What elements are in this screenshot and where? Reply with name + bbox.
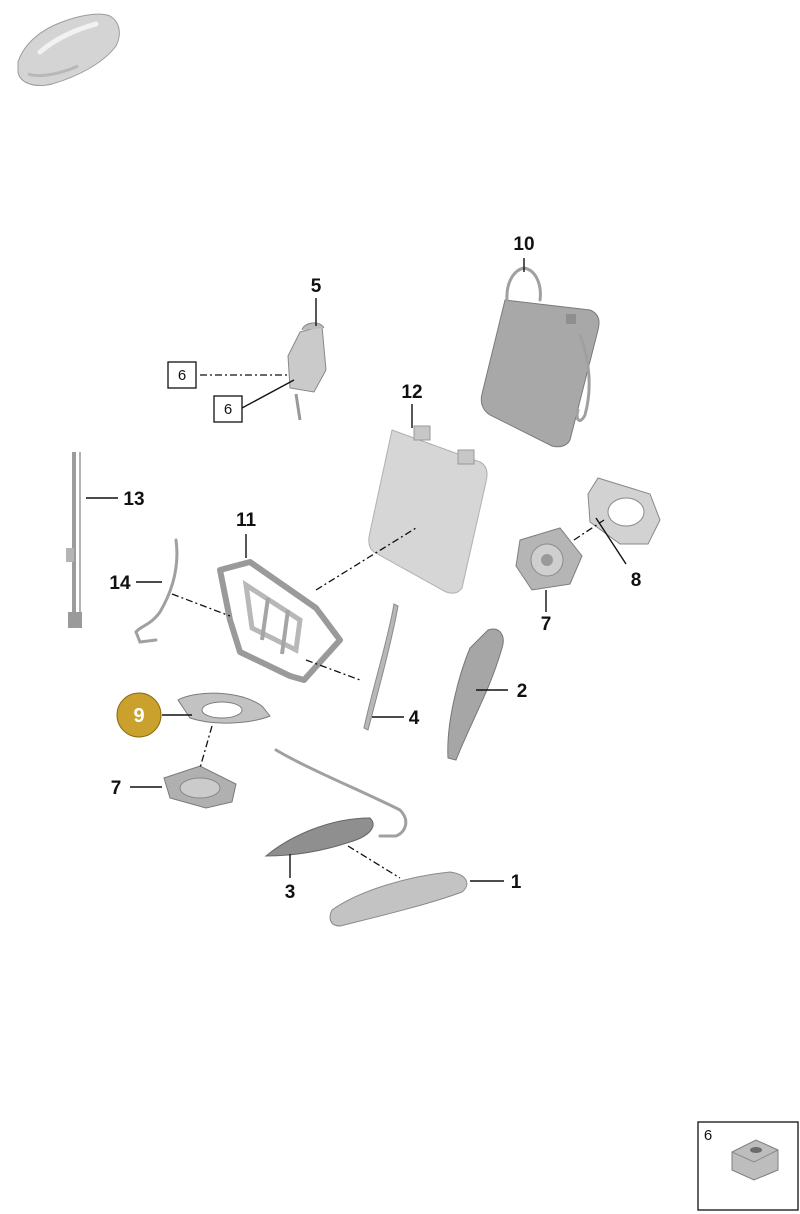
grommet-icon <box>731 1139 779 1181</box>
leader-lines <box>86 258 627 882</box>
part-7-fan-unit-upper[interactable] <box>515 527 583 591</box>
part-4-trim-strip[interactable] <box>363 603 399 731</box>
callout-2: 2 <box>517 681 528 702</box>
assembly-lines <box>171 374 605 879</box>
part-3-seat-pad[interactable] <box>264 748 408 857</box>
callout-11: 11 <box>236 510 257 531</box>
callout-9-highlight[interactable]: 9 <box>116 692 162 738</box>
part-7-fan-unit-lower[interactable] <box>163 765 237 809</box>
callout-8: 8 <box>631 570 642 591</box>
part-9-gasket-lower[interactable] <box>177 692 271 724</box>
ref-box-6-lower[interactable]: 6 <box>213 395 243 423</box>
callout-1: 1 <box>511 872 522 893</box>
callout-7-upper: 7 <box>541 614 552 635</box>
part-1-cushion-piece[interactable] <box>329 871 468 927</box>
callout-5: 5 <box>311 276 322 297</box>
part-12-backrest-pad[interactable] <box>368 425 488 594</box>
callout-3: 3 <box>285 882 296 903</box>
part-14-wire-bracket[interactable] <box>134 538 179 644</box>
svg-text:6: 6 <box>178 367 186 384</box>
callouts: 10 5 12 13 11 14 8 7 2 4 7 3 1 <box>109 234 641 903</box>
callout-13: 13 <box>123 489 144 510</box>
vehicle-thumbnail[interactable] <box>17 13 120 86</box>
part-11-seat-frame[interactable] <box>217 559 343 683</box>
part-13-rod[interactable] <box>66 452 82 628</box>
callout-12: 12 <box>401 382 422 403</box>
callout-14: 14 <box>109 573 131 594</box>
callout-9: 9 <box>133 705 144 727</box>
part-8-gasket[interactable] <box>587 477 661 545</box>
part-10-backrest-panel[interactable] <box>480 266 600 448</box>
part-5-actuator[interactable] <box>287 322 327 421</box>
legend-part-6[interactable]: 6 <box>697 1121 799 1211</box>
legend-number: 6 <box>704 1127 712 1144</box>
part-2-side-cover[interactable] <box>447 628 504 761</box>
callout-4: 4 <box>409 708 420 729</box>
callout-7-lower: 7 <box>111 778 122 799</box>
svg-text:6: 6 <box>224 401 232 418</box>
callout-10: 10 <box>513 234 534 255</box>
ref-box-6-upper[interactable]: 6 <box>167 361 197 389</box>
